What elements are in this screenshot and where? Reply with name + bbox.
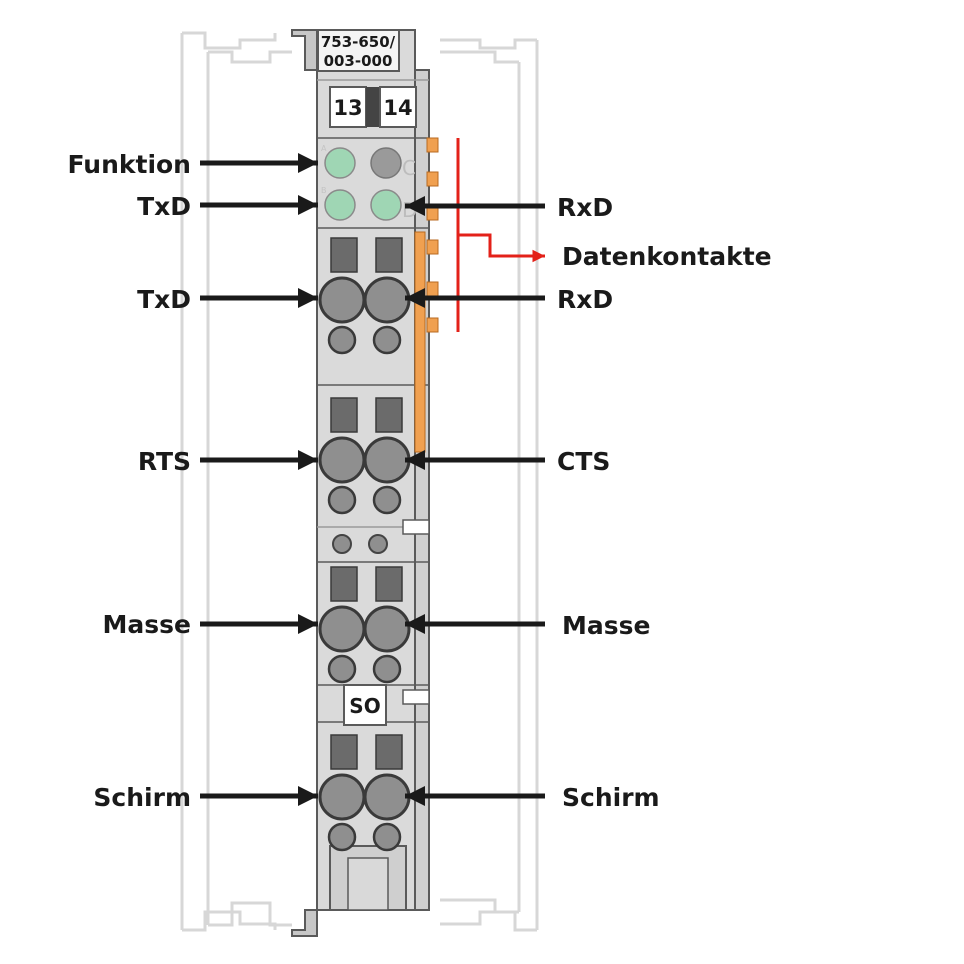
label-schirm-left: Schirm [93, 783, 191, 812]
wire-entry-rts-cts-left [318, 436, 366, 484]
wire-entry-masse-right [363, 605, 411, 653]
part-number-line2: 003-000 [324, 52, 393, 70]
release-slot-rts-cts-right [375, 397, 403, 433]
test-point-masse-right [372, 654, 402, 684]
led-letter-a: A [321, 144, 327, 153]
led-c [370, 147, 402, 179]
intermediate-screws [332, 534, 388, 554]
led-d [370, 189, 402, 221]
label-schirm-right: Schirm [562, 783, 660, 812]
connection-groups [318, 237, 411, 852]
wire-entry-txd-rxd-left [318, 276, 366, 324]
so-marker-label: SO [349, 694, 380, 718]
wire-entry-masse-left [318, 605, 366, 653]
terminal-number-left: 13 [333, 96, 362, 120]
terminal-number-right: 14 [383, 96, 412, 120]
release-slot-masse-left [330, 566, 358, 602]
led-letter-b: B [321, 186, 327, 195]
wire-entry-rts-cts-right [363, 436, 411, 484]
wire-entry-txd-rxd-right [363, 276, 411, 324]
small-screw-left [332, 534, 352, 554]
test-point-schirm-right [372, 822, 402, 852]
release-slot-txd-rxd-right [375, 237, 403, 273]
led-letter-c: C [402, 156, 416, 180]
release-slot-schirm-left [330, 734, 358, 770]
led-letter-d: D [402, 198, 417, 222]
so-marker-box [343, 684, 387, 726]
wire-entry-schirm-left [318, 773, 366, 821]
led-a [324, 147, 356, 179]
release-slot-rts-cts-left [330, 397, 358, 433]
small-screw-right [368, 534, 388, 554]
terminal-marker-right-box [379, 86, 417, 128]
test-point-rts-cts-right [372, 485, 402, 515]
test-point-masse-left [327, 654, 357, 684]
data-contacts-bracket [456, 138, 545, 332]
label-masse-left: Masse [103, 610, 191, 639]
led-panel: A B C D [321, 144, 417, 222]
label-rxd-led: RxD [557, 193, 613, 222]
test-point-rts-cts-left [327, 485, 357, 515]
led-b [324, 189, 356, 221]
test-point-schirm-left [327, 822, 357, 852]
label-funktion: Funktion [67, 150, 191, 179]
ghost-neighbour-modules [180, 31, 539, 932]
label-rxd-clamp: RxD [557, 285, 613, 314]
data-contacts-label: Datenkontakte [562, 242, 772, 271]
release-slot-masse-right [375, 566, 403, 602]
terminal-marker-divider [366, 87, 380, 127]
label-rts: RTS [138, 447, 191, 476]
release-slot-txd-rxd-left [330, 237, 358, 273]
release-slot-schirm-right [375, 734, 403, 770]
test-point-txd-rxd-left [327, 325, 357, 355]
wire-entry-schirm-right [363, 773, 411, 821]
callout-arrows [200, 153, 545, 806]
label-txd-clamp: TxD [137, 285, 191, 314]
label-txd-led: TxD [137, 192, 191, 221]
label-cts: CTS [557, 447, 610, 476]
part-number-line1: 753-650/ [321, 33, 396, 51]
test-point-txd-rxd-right [372, 325, 402, 355]
label-masse-right: Masse [562, 611, 650, 640]
